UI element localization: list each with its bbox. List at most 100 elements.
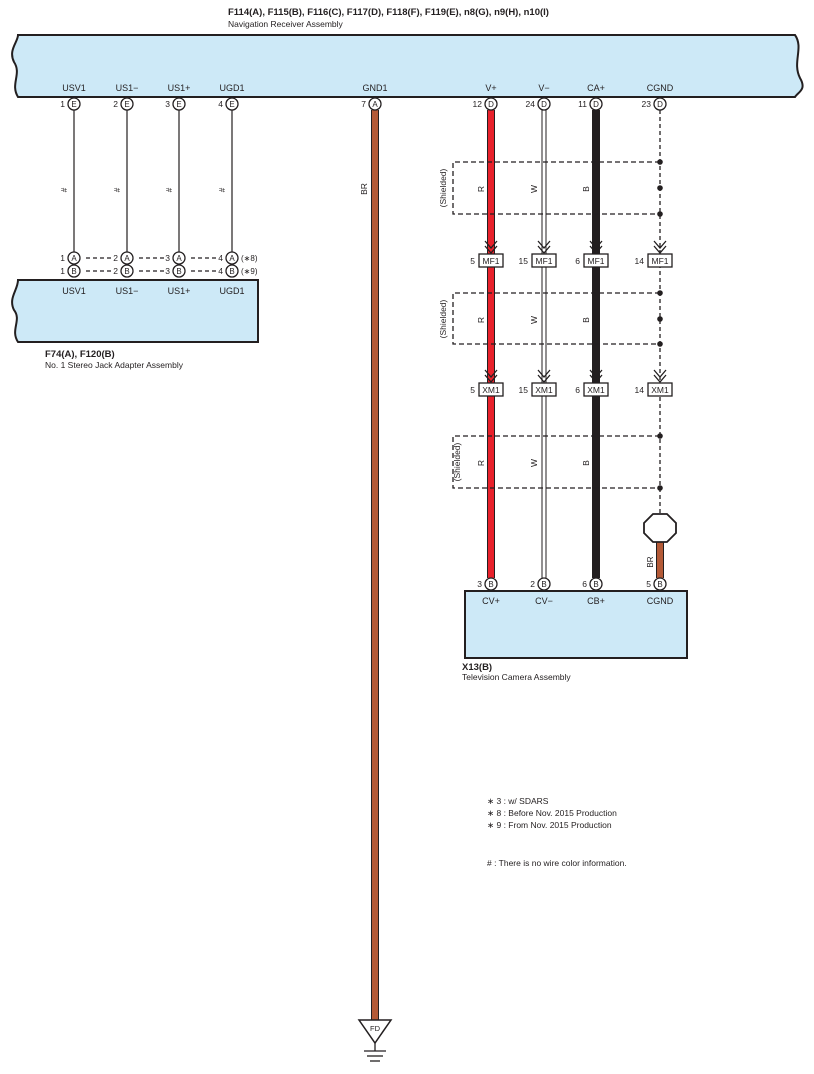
- note-hash: # : There is no wire color information.: [487, 858, 627, 868]
- receiver-terminal-cgnd: CGND: [647, 83, 674, 93]
- svg-text:4: 4: [218, 266, 223, 276]
- svg-text:D: D: [657, 100, 663, 109]
- receiver-name-label: Navigation Receiver Assembly: [228, 19, 344, 29]
- camera-pin-cv-minus: B 2: [530, 577, 551, 591]
- svg-text:5: 5: [646, 579, 651, 589]
- svg-text:D: D: [541, 100, 547, 109]
- svg-text:XM1: XM1: [587, 385, 605, 395]
- svg-text:A: A: [71, 254, 77, 263]
- svg-text:B: B: [593, 580, 598, 589]
- receiver-pin-ugd1: E 4: [218, 97, 239, 111]
- wire-color-r-2: R: [476, 317, 486, 323]
- svg-text:B: B: [541, 580, 546, 589]
- wire-color-r-3: R: [476, 460, 486, 466]
- svg-text:1: 1: [60, 99, 65, 109]
- camera-terminal-cv-plus: CV+: [482, 596, 500, 606]
- receiver-pin-usv1: E 1: [60, 97, 81, 111]
- receiver-pin-us1-plus: E 3: [165, 97, 186, 111]
- junction-xm1: XM1 XM1 XM1 XM1 5 15 6 14: [470, 369, 673, 397]
- svg-text:15: 15: [519, 385, 529, 395]
- jack-terminal-usv1: USV1: [62, 286, 86, 296]
- shield-ground-octagon: [643, 513, 677, 543]
- camera-pin-cb-plus: B 6: [582, 577, 603, 591]
- receiver-terminal-ca-plus: CA+: [587, 83, 605, 93]
- shield-section-1: [452, 161, 660, 215]
- svg-text:E: E: [124, 100, 129, 109]
- svg-text:12: 12: [473, 99, 483, 109]
- wire-mark-us1-minus: #: [113, 187, 122, 192]
- svg-text:7: 7: [361, 99, 366, 109]
- svg-text:23: 23: [642, 99, 652, 109]
- jack-tag-star9: (∗9): [241, 267, 258, 276]
- wire-mark-usv1: #: [60, 187, 69, 192]
- jack-wires: [73, 110, 233, 252]
- shielded-label-1: (Shielded): [438, 168, 448, 207]
- svg-text:3: 3: [165, 253, 170, 263]
- svg-text:B: B: [71, 267, 76, 276]
- shield-section-2: [452, 292, 660, 345]
- receiver-pin-v-plus: D 12: [473, 97, 498, 111]
- svg-text:FD: FD: [370, 1024, 381, 1033]
- svg-text:2: 2: [113, 99, 118, 109]
- svg-text:E: E: [71, 100, 76, 109]
- svg-text:B: B: [657, 580, 662, 589]
- svg-text:B: B: [229, 267, 234, 276]
- svg-text:XM1: XM1: [535, 385, 553, 395]
- svg-text:15: 15: [519, 256, 529, 266]
- wire-color-r-1: R: [476, 186, 486, 192]
- svg-text:XM1: XM1: [651, 385, 669, 395]
- receiver-terminal-ugd1: UGD1: [219, 83, 244, 93]
- receiver-terminal-usv1: USV1: [62, 83, 86, 93]
- svg-text:5: 5: [470, 256, 475, 266]
- svg-text:3: 3: [165, 266, 170, 276]
- svg-text:MF1: MF1: [652, 256, 669, 266]
- receiver-pin-cgnd: D 23: [642, 97, 667, 111]
- svg-text:D: D: [488, 100, 494, 109]
- svg-text:A: A: [176, 254, 182, 263]
- svg-text:1: 1: [60, 266, 65, 276]
- svg-text:A: A: [372, 100, 378, 109]
- receiver-terminal-v-plus: V+: [485, 83, 496, 93]
- camera-pin-cgnd: B 5: [646, 577, 667, 591]
- receiver-connectors-label: F114(A), F115(B), F116(C), F117(D), F118…: [228, 7, 549, 18]
- svg-text:11: 11: [578, 99, 587, 109]
- jack-connectors-label: F74(A), F120(B): [45, 349, 115, 360]
- svg-text:4: 4: [218, 253, 223, 263]
- wire-drain-color: BR: [646, 556, 655, 567]
- receiver-pin-ca-plus: D 11: [578, 97, 603, 111]
- wire-color-w-1: W: [529, 185, 539, 193]
- junction-mf1: MF1 MF1 MF1 MF1 5 15 6 14: [470, 240, 673, 268]
- wire-mark-us1-plus: #: [165, 187, 174, 192]
- jack-variant-dashes: [86, 257, 217, 272]
- wire-color-b-1: B: [581, 186, 591, 192]
- shielded-label-3: (Shielded): [452, 442, 462, 481]
- svg-text:1: 1: [60, 253, 65, 263]
- jack-pin-ugd1: A 4 B 4: [218, 251, 239, 278]
- svg-text:MF1: MF1: [588, 256, 605, 266]
- jack-tag-star8: (∗8): [241, 254, 258, 263]
- shield-junction-dots: [657, 159, 663, 491]
- wire-color-w-3: W: [529, 459, 539, 467]
- svg-text:2: 2: [113, 266, 118, 276]
- svg-text:24: 24: [526, 99, 536, 109]
- svg-text:B: B: [488, 580, 493, 589]
- svg-text:3: 3: [477, 579, 482, 589]
- jack-pin-usv1: A 1 B 1: [60, 251, 81, 278]
- svg-text:B: B: [176, 267, 181, 276]
- wire-color-b-3: B: [581, 460, 591, 466]
- camera-connector-label: X13(B): [462, 662, 492, 673]
- svg-text:MF1: MF1: [536, 256, 553, 266]
- note-star3: ∗ 3 : w/ SDARS: [487, 796, 549, 806]
- svg-text:E: E: [229, 100, 234, 109]
- receiver-pin-v-minus: D 24: [526, 97, 551, 111]
- camera-terminal-cgnd: CGND: [647, 596, 674, 606]
- jack-pin-us1-minus: A 2 B 2: [113, 251, 134, 278]
- svg-text:2: 2: [113, 253, 118, 263]
- svg-text:3: 3: [165, 99, 170, 109]
- svg-text:6: 6: [582, 579, 587, 589]
- receiver-pin-us1-minus: E 2: [113, 97, 134, 111]
- jack-name-label: No. 1 Stereo Jack Adapter Assembly: [45, 360, 184, 370]
- camera-terminal-cb-plus: CB+: [587, 596, 605, 606]
- svg-text:D: D: [593, 100, 599, 109]
